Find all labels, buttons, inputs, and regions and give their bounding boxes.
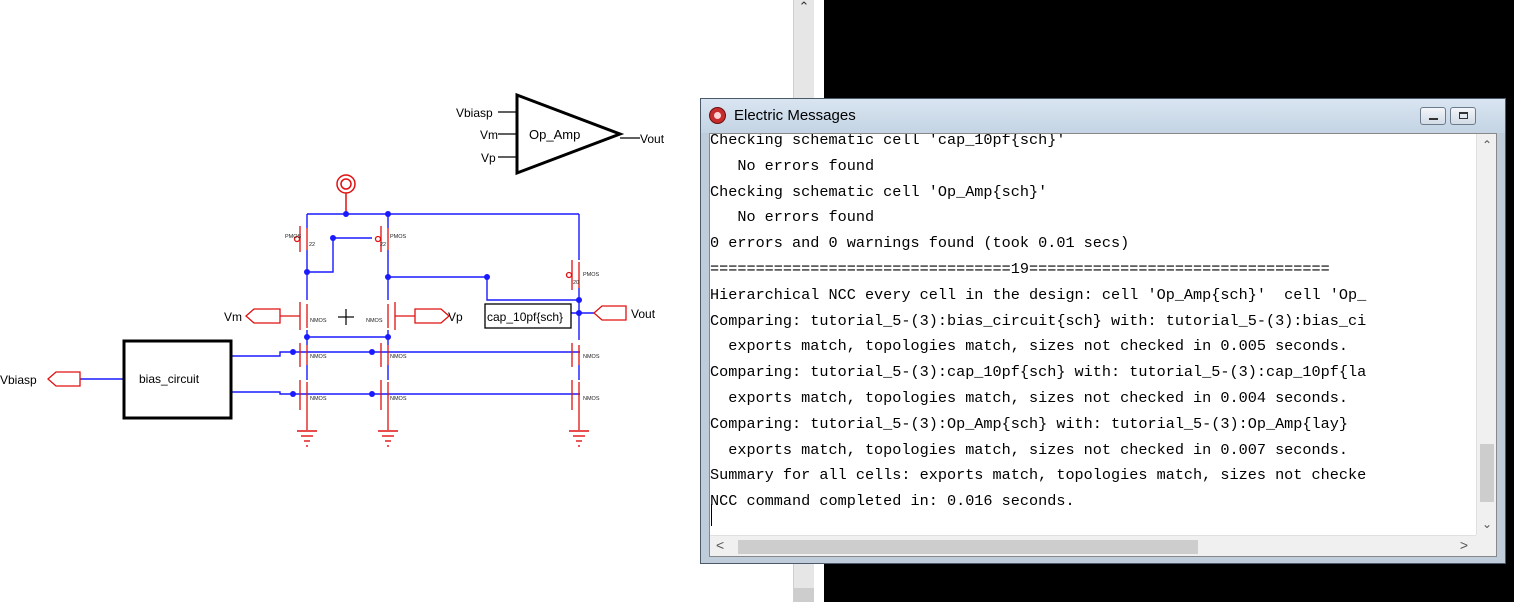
svg-text:PMOS: PMOS [390,234,407,240]
junction-dots [290,211,582,397]
svg-text:NMOS: NMOS [366,318,383,324]
log-line: Comparing: tutorial_5-(3):bias_circuit{s… [710,311,1367,330]
vp-port[interactable]: Vp [414,308,463,324]
log-line: exports match, topologies match, sizes n… [710,337,1348,356]
op-amp-label: Op_Amp [529,127,580,142]
log-line: No errors found [710,208,875,227]
vout-port[interactable]: Vout [593,305,656,321]
scroll-right-icon[interactable]: > [1459,537,1468,553]
messages-titlebar[interactable]: Electric Messages [701,99,1505,133]
messages-window-title: Electric Messages [734,107,856,124]
scroll-thumb[interactable] [1480,444,1494,502]
schematic-drawing[interactable]: Op_Amp Vbiasp Vm Vp Vout [0,0,793,602]
messages-vertical-scrollbar[interactable]: ⌃ ⌄ [1476,134,1496,535]
svg-text:Vout: Vout [631,307,656,321]
scroll-down-button[interactable] [794,588,814,602]
transistors [280,226,580,430]
svg-text:NMOS: NMOS [390,354,407,360]
cap-10pf-instance[interactable]: cap_10pf{sch} [484,303,572,329]
messages-window[interactable]: Electric Messages Checking schematic cel… [700,98,1506,564]
messages-log[interactable]: Checking schematic cell 'cap_10pf{sch}' … [710,133,1465,528]
bias-circuit-block[interactable]: bias_circuit [122,339,233,420]
svg-text:NMOS: NMOS [310,396,327,402]
svg-text:cap_10pf{sch}: cap_10pf{sch} [487,310,563,324]
log-line: Comparing: tutorial_5-(3):Op_Amp{sch} wi… [710,414,1348,433]
svg-text:Vm: Vm [224,310,242,324]
vdd-symbol [336,174,356,214]
vm-port[interactable]: Vm [224,308,281,324]
ground-symbols [297,430,589,447]
messages-horizontal-scrollbar[interactable]: < > [710,535,1476,556]
op-amp-vbiasp-label: Vbiasp [456,106,493,120]
svg-text:Vp: Vp [448,310,463,324]
log-line: Summary for all cells: exports match, to… [710,466,1367,485]
scroll-down-icon[interactable]: ⌄ [1481,517,1493,531]
log-line: Hierarchical NCC every cell in the desig… [710,285,1367,304]
scroll-left-icon[interactable]: < [716,537,725,553]
scroll-up-icon[interactable]: ⌃ [1481,138,1493,152]
op-amp-vout-label: Vout [640,132,665,146]
log-line: No errors found [710,156,875,175]
transistor-labels: PMOS PMOS PMOS NMOS NMOS NMOS NMOS NMOS … [285,234,600,402]
svg-text:PMOS: PMOS [583,272,600,278]
log-line: =================================19=====… [710,259,1330,278]
messages-text-area[interactable]: Checking schematic cell 'cap_10pf{sch}' … [709,133,1497,557]
op-amp-symbol[interactable]: Op_Amp Vbiasp Vm Vp Vout [456,92,665,176]
svg-text:NMOS: NMOS [390,396,407,402]
electric-app-icon [709,107,726,124]
log-line: 0 errors and 0 warnings found (took 0.01… [710,234,1130,253]
scroll-up-icon[interactable]: ⌃ [798,0,810,14]
crosshair-cursor-icon [338,309,354,325]
svg-text:Vbiasp: Vbiasp [0,373,37,387]
vbiasp-port[interactable]: Vbiasp [0,371,81,387]
op-amp-vm-label: Vm [480,128,498,142]
svg-text:PMOS: PMOS [285,234,302,240]
maximize-button[interactable] [1450,107,1476,125]
svg-text:20: 20 [573,280,579,286]
text-caret [711,504,712,526]
log-line: exports match, topologies match, sizes n… [710,388,1348,407]
svg-text:22: 22 [380,242,386,248]
scrollbar-corner [1476,535,1496,556]
log-line: exports match, topologies match, sizes n… [710,440,1348,459]
log-line: NCC command completed in: 0.016 seconds. [710,492,1075,511]
svg-text:NMOS: NMOS [583,396,600,402]
log-line: Checking schematic cell 'Op_Amp{sch}' [710,182,1048,201]
svg-text:NMOS: NMOS [310,354,327,360]
op-amp-vp-label: Vp [481,151,496,165]
log-line: Comparing: tutorial_5-(3):cap_10pf{sch} … [710,363,1367,382]
minimize-button[interactable] [1420,107,1446,125]
scroll-thumb[interactable] [738,540,1198,554]
log-line: Checking schematic cell 'cap_10pf{sch}' [710,133,1066,149]
svg-text:NMOS: NMOS [583,354,600,360]
svg-text:22: 22 [309,242,315,248]
svg-text:bias_circuit: bias_circuit [139,372,200,386]
schematic-canvas[interactable]: Op_Amp Vbiasp Vm Vp Vout [0,0,793,602]
svg-text:NMOS: NMOS [310,318,327,324]
